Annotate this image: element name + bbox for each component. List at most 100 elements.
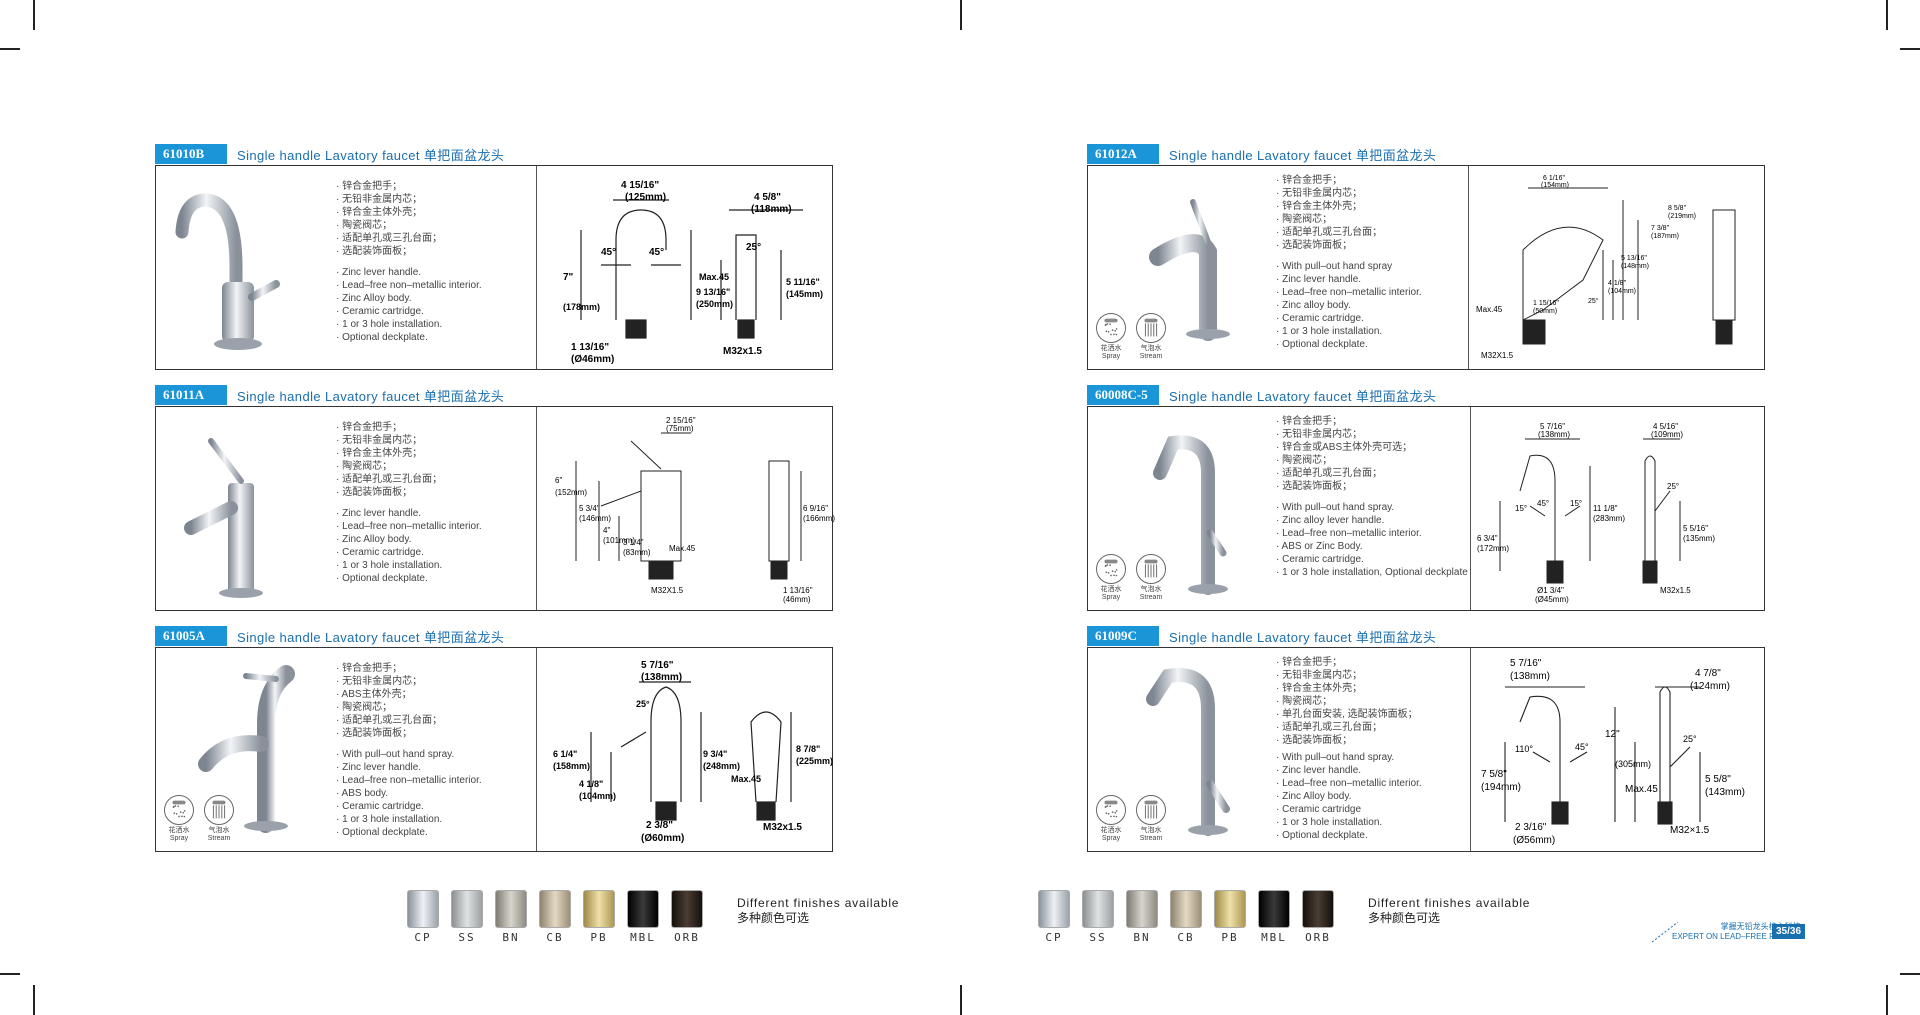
technical-drawing: 6 1/16" (154mm) 7 3/8" (187mm) 8 5/8" (2… xyxy=(1476,175,1736,360)
spec-en-line: · Lead–free non–metallic interior. xyxy=(336,775,482,786)
dimension-label: 4" xyxy=(603,526,610,535)
dimension-label: (143mm) xyxy=(1705,787,1745,798)
dimension-label: M32x1.5 xyxy=(763,822,802,833)
spec-en-line: · Zinc lever handle. xyxy=(336,508,422,519)
spec-en-line: · 1 or 3 hole installation. xyxy=(1276,326,1383,337)
finish-swatch: CB xyxy=(1168,890,1204,944)
finish-chip xyxy=(1082,890,1114,928)
column-divider xyxy=(536,648,537,851)
spec-cn-line: · 适配单孔或三孔台面； xyxy=(336,715,443,726)
finish-label: CP xyxy=(1045,931,1063,944)
spec-cn-line: · 锌合金或ABS主体外壳可选； xyxy=(1276,442,1413,453)
dimension-label: (305mm) xyxy=(1615,759,1651,769)
product-code: 61011A xyxy=(155,385,227,405)
spec-cn-line: · 陶瓷阀芯； xyxy=(1276,696,1333,707)
dimension-label: 45° xyxy=(601,247,616,258)
dimension-label: 5 3/4" xyxy=(579,504,600,513)
spec-en-line: · With pull–out hand spray. xyxy=(336,749,455,760)
finish-swatch: MBL xyxy=(1256,890,1292,944)
crop-mark xyxy=(1900,973,1920,975)
spec-list: · 锌合金把手； · 无铅非金属内芯； · 锌合金主体外壳； · 陶瓷阀芯； ·… xyxy=(336,180,482,344)
dimension-label: 4 7/8" xyxy=(1695,668,1721,679)
spec-en-line: · Optional deckplate. xyxy=(336,573,428,584)
dimension-label: 6 3/4" xyxy=(1477,534,1498,543)
product-title: Single handle Lavatory faucet 单把面盆龙头 xyxy=(237,388,505,404)
dimension-label: (138mm) xyxy=(1538,430,1570,439)
dimension-label: 6 1/4" xyxy=(553,749,577,759)
dimension-label: 25° xyxy=(746,242,761,253)
technical-drawing: 5 7/16" (138mm) 25° 6 1/4" (158mm) 4 1/8… xyxy=(553,660,833,844)
dimension-label: (104mm) xyxy=(579,791,616,801)
spec-list: · 锌合金把手； · 无铅非金属内芯； · 锌合金主体外壳； · 陶瓷阀芯； ·… xyxy=(336,421,482,585)
spec-cn-line: · 适配单孔或三孔台面； xyxy=(336,233,443,244)
dimension-label: (Ø45mm) xyxy=(1535,595,1569,604)
spec-cn-line: · 无铅非金属内芯； xyxy=(336,194,423,205)
dimension-label: M32X1.5 xyxy=(651,586,684,595)
spec-en-line: · Lead–free non–metallic interior. xyxy=(1276,287,1422,298)
dimension-label: M32×1.5 xyxy=(1670,825,1710,836)
spec-en-line: · Optional deckplate. xyxy=(1276,339,1368,350)
finish-swatch: BN xyxy=(1124,890,1160,944)
dimension-label: 45° xyxy=(649,247,664,258)
finish-label: ORB xyxy=(674,931,700,944)
spec-en-line: · Ceramic cartridge. xyxy=(336,547,424,558)
dimension-label: (187mm) xyxy=(1651,233,1679,240)
finish-chip xyxy=(583,890,615,928)
product-60008c-5: 60008C-5 Single handle Lavatory faucet 单… xyxy=(1087,385,1765,623)
dimension-label: 5 7/16" xyxy=(641,660,674,671)
spray-icon xyxy=(1096,795,1126,825)
stream-icon xyxy=(204,795,234,825)
dimension-label: (283mm) xyxy=(1593,514,1625,523)
product-header: 61010B Single handle Lavatory faucet 单把面… xyxy=(155,144,504,164)
spec-cn-line: · 选配装饰面板； xyxy=(336,487,413,498)
dimension-label: (250mm) xyxy=(696,299,733,309)
dimension-label: (83mm) xyxy=(623,548,651,557)
dimension-label: Max.45 xyxy=(1476,305,1503,314)
spec-cn-line: · 陶瓷阀芯； xyxy=(336,702,393,713)
finish-swatches: CP SS BN CB PB MBL ORB xyxy=(1036,890,1336,944)
spec-en-line: · With pull–out hand spray xyxy=(1276,261,1393,272)
spec-en-line: · Zinc Alloy body. xyxy=(336,534,412,545)
finish-swatch: SS xyxy=(449,890,485,944)
finish-swatch: MBL xyxy=(625,890,661,944)
mode-label-cn: 气泡水 xyxy=(1140,345,1162,352)
finish-label: SS xyxy=(1089,931,1107,944)
product-title: Single handle Lavatory faucet 单把面盆龙头 xyxy=(1169,147,1437,163)
finish-label: CP xyxy=(414,931,432,944)
spec-en-line: · ABS body. xyxy=(336,788,389,799)
spec-en-line: · Lead–free non–metallic interior. xyxy=(336,280,482,291)
dimension-label: 4 5/16" xyxy=(1653,422,1678,431)
dimension-label: 1 15/16" xyxy=(1533,300,1559,307)
spec-cn-line: · 陶瓷阀芯； xyxy=(1276,455,1333,466)
finishes-note-cn: 多种颜色可选 xyxy=(737,911,810,925)
finish-label: PB xyxy=(1221,931,1239,944)
faucet-photo xyxy=(175,193,280,350)
stream-icon xyxy=(1136,313,1166,343)
dimension-label: (138mm) xyxy=(1510,671,1550,682)
column-divider xyxy=(536,166,537,369)
dimension-label: 25° xyxy=(1683,734,1697,744)
spec-list: · 锌合金把手； · 无铅非金属内芯； · 锌合金主体外壳； · 陶瓷阀芯； ·… xyxy=(1276,656,1422,842)
spec-cn-line: · 锌合金把手； xyxy=(336,663,403,674)
finish-chip xyxy=(627,890,659,928)
dimension-label: M32x1.5 xyxy=(723,346,762,357)
spec-en-line: · Optional deckplate. xyxy=(336,827,428,838)
product-title: Single handle Lavatory faucet 单把面盆龙头 xyxy=(1169,388,1437,404)
mode-label-en: Spray xyxy=(1101,835,1121,842)
spec-cn-line: · 锌合金把手； xyxy=(1276,657,1343,668)
spec-cn-line: · 锌合金把手； xyxy=(336,422,403,433)
dimension-label: 1 13/16" xyxy=(783,586,813,595)
spec-cn-line: · 锌合金主体外壳； xyxy=(1276,201,1363,212)
dimension-label: 5 7/16" xyxy=(1540,422,1565,431)
spec-en-line: · Ceramic cartridge. xyxy=(1276,313,1364,324)
spray-icon xyxy=(1096,554,1126,584)
column-divider xyxy=(1470,648,1471,851)
dimension-label: 5 7/16" xyxy=(1510,658,1542,669)
spec-list: · 锌合金把手； · 无铅非金属内芯； · 锌合金主体外壳； · 陶瓷阀芯； ·… xyxy=(1276,174,1422,351)
